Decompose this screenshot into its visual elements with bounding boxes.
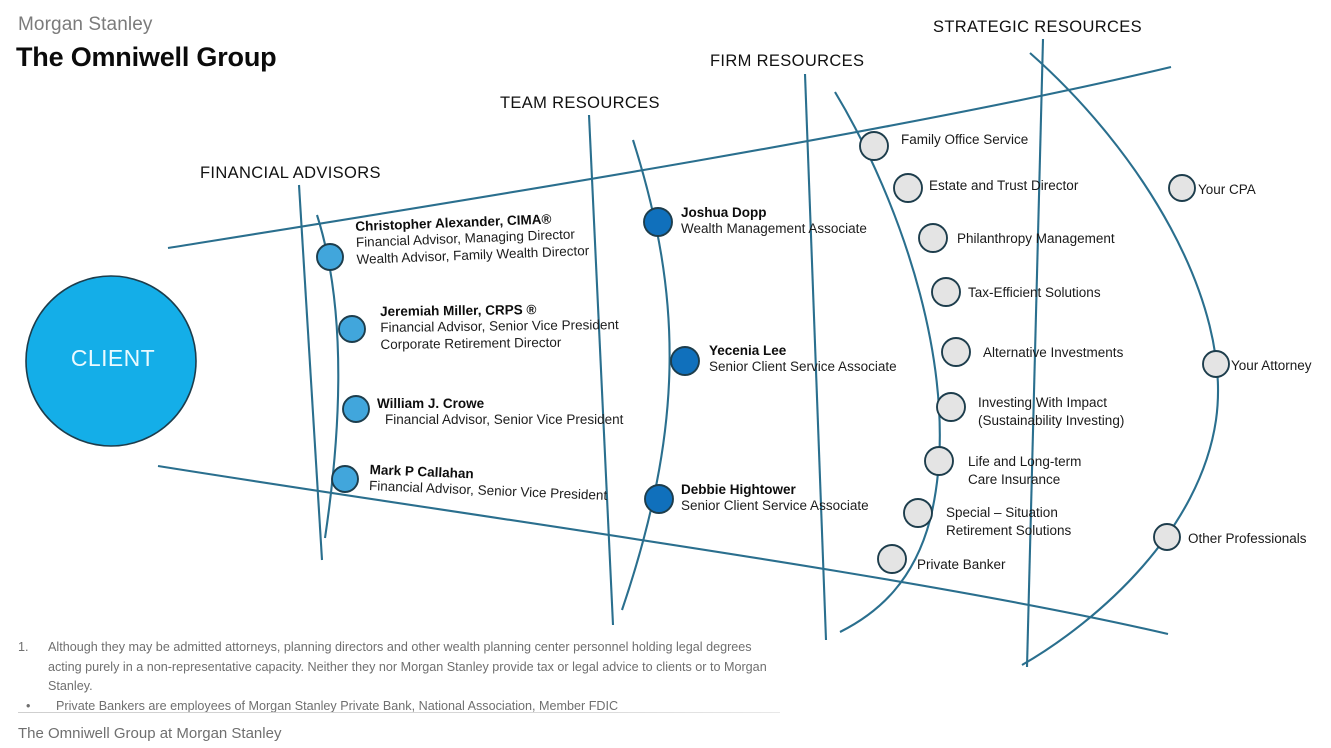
firm-resource-label-5: Alternative Investments — [983, 344, 1123, 362]
advisor-role-line-2: Corporate Retirement Director — [380, 334, 562, 352]
team-label-3: Debbie Hightower Senior Client Service A… — [681, 482, 869, 515]
guide-line-bottom — [157, 464, 1169, 636]
node-advisor-3[interactable] — [342, 395, 370, 423]
node-firm-2[interactable] — [893, 173, 923, 203]
footnote-text: Private Bankers are employees of Morgan … — [56, 698, 619, 713]
firm-resource-label-8: Special – Situation Retirement Solutions — [946, 504, 1071, 539]
footnote-item-1: 1. Although they may be admitted attorne… — [18, 638, 778, 697]
client-circle[interactable] — [25, 275, 197, 447]
firm-resource-label-1: Family Office Service — [901, 131, 1028, 149]
firm-resource-text-line-2: Care Insurance — [968, 471, 1061, 487]
advisor-label-3: William J. Crowe Financial Advisor, Seni… — [377, 396, 623, 429]
node-team-3[interactable] — [644, 484, 674, 514]
advisor-role-line-1: Financial Advisor, Senior Vice President — [385, 412, 624, 428]
firm-resource-text-line-1: Life and Long-term — [968, 454, 1082, 469]
section-heading-financial-advisors: FINANCIAL ADVISORS — [200, 164, 381, 182]
footnote-marker: 1. — [18, 640, 29, 654]
team-member-role: Senior Client Service Associate — [681, 498, 869, 514]
firm-resource-text-line-1: Investing With Impact — [978, 395, 1108, 410]
node-team-1[interactable] — [643, 207, 673, 237]
strategic-resource-label-2: Your Attorney — [1231, 357, 1312, 375]
node-advisor-4[interactable] — [331, 465, 359, 493]
team-member-role: Wealth Management Associate — [681, 221, 867, 237]
strategic-resource-label-3: Other Professionals — [1188, 530, 1307, 548]
leader-line-firm-resources — [803, 73, 828, 641]
firm-resource-text: Tax-Efficient Solutions — [968, 285, 1101, 300]
guide-line-top — [167, 65, 1172, 250]
node-firm-9[interactable] — [877, 544, 907, 574]
firm-resource-text-line-2: (Sustainability Investing) — [978, 412, 1125, 428]
team-member-name: Yecenia Lee — [709, 343, 787, 358]
footnotes: 1. Although they may be admitted attorne… — [18, 638, 778, 716]
team-member-name: Joshua Dopp — [681, 205, 767, 220]
footnote-text: Although they may be admitted attorneys,… — [48, 640, 767, 694]
node-firm-6[interactable] — [936, 392, 966, 422]
node-strategic-3[interactable] — [1153, 523, 1181, 551]
strategic-resource-text: Other Professionals — [1188, 531, 1307, 546]
leader-line-team-resources — [587, 114, 615, 626]
firm-resource-label-7: Life and Long-term Care Insurance — [968, 453, 1081, 488]
team-member-name: Debbie Hightower — [681, 482, 796, 497]
team-label-2: Yecenia Lee Senior Client Service Associ… — [709, 343, 897, 376]
section-heading-firm-resources: FIRM RESOURCES — [710, 52, 865, 70]
node-strategic-2[interactable] — [1202, 350, 1230, 378]
node-advisor-2[interactable] — [338, 315, 366, 343]
page-title: The Omniwell Group — [16, 42, 277, 72]
leader-line-strategic-resources — [1025, 38, 1045, 668]
brand-name: Morgan Stanley — [18, 14, 153, 35]
node-firm-3[interactable] — [918, 223, 948, 253]
footnote-item-2: • Private Bankers are employees of Morga… — [18, 697, 778, 717]
advisor-name: William J. Crowe — [377, 396, 485, 411]
node-advisor-1[interactable] — [316, 243, 344, 271]
advisor-label-2: Jeremiah Miller, CRPS ® Financial Adviso… — [380, 301, 619, 353]
leader-line-financial-advisors — [297, 184, 324, 561]
firm-resource-text: Philanthropy Management — [957, 231, 1115, 246]
node-firm-8[interactable] — [903, 498, 933, 528]
node-firm-1[interactable] — [859, 131, 889, 161]
client-label: CLIENT — [70, 345, 156, 371]
firm-resource-text: Family Office Service — [901, 132, 1029, 147]
firm-resource-label-3: Philanthropy Management — [957, 230, 1115, 248]
firm-resource-text: Estate and Trust Director — [929, 178, 1079, 193]
node-team-2[interactable] — [670, 346, 700, 376]
firm-resource-label-4: Tax-Efficient Solutions — [968, 284, 1101, 302]
firm-resource-text: Private Banker — [917, 557, 1006, 572]
advisor-role-line-1: Financial Advisor, Senior Vice President — [380, 317, 619, 336]
advisor-label-1: Christopher Alexander, CIMA® Financial A… — [355, 210, 590, 268]
node-firm-4[interactable] — [931, 277, 961, 307]
node-firm-5[interactable] — [941, 337, 971, 367]
firm-resource-label-6: Investing With Impact (Sustainability In… — [978, 394, 1124, 429]
firm-resource-label-2: Estate and Trust Director — [929, 177, 1078, 195]
section-heading-team-resources: TEAM RESOURCES — [500, 94, 660, 112]
strategic-resource-text: Your CPA — [1198, 182, 1256, 197]
section-heading-strategic-resources: STRATEGIC RESOURCES — [933, 18, 1142, 36]
strategic-resource-label-1: Your CPA — [1198, 181, 1256, 199]
arc-team-resources — [621, 139, 671, 611]
firm-resource-label-9: Private Banker — [917, 556, 1006, 574]
footer-divider — [18, 712, 780, 713]
firm-resource-text-line-2: Retirement Solutions — [946, 522, 1072, 538]
footer-title: The Omniwell Group at Morgan Stanley — [18, 725, 282, 742]
arc-strategic-resources — [1021, 52, 1220, 666]
firm-resource-text-line-1: Special – Situation — [946, 505, 1058, 520]
team-member-role: Senior Client Service Associate — [709, 359, 897, 375]
footnote-marker: • — [26, 698, 31, 713]
node-strategic-1[interactable] — [1168, 174, 1196, 202]
strategic-resource-text: Your Attorney — [1231, 358, 1312, 373]
firm-resource-text: Alternative Investments — [983, 345, 1124, 360]
team-label-1: Joshua Dopp Wealth Management Associate — [681, 205, 867, 238]
node-firm-7[interactable] — [924, 446, 954, 476]
